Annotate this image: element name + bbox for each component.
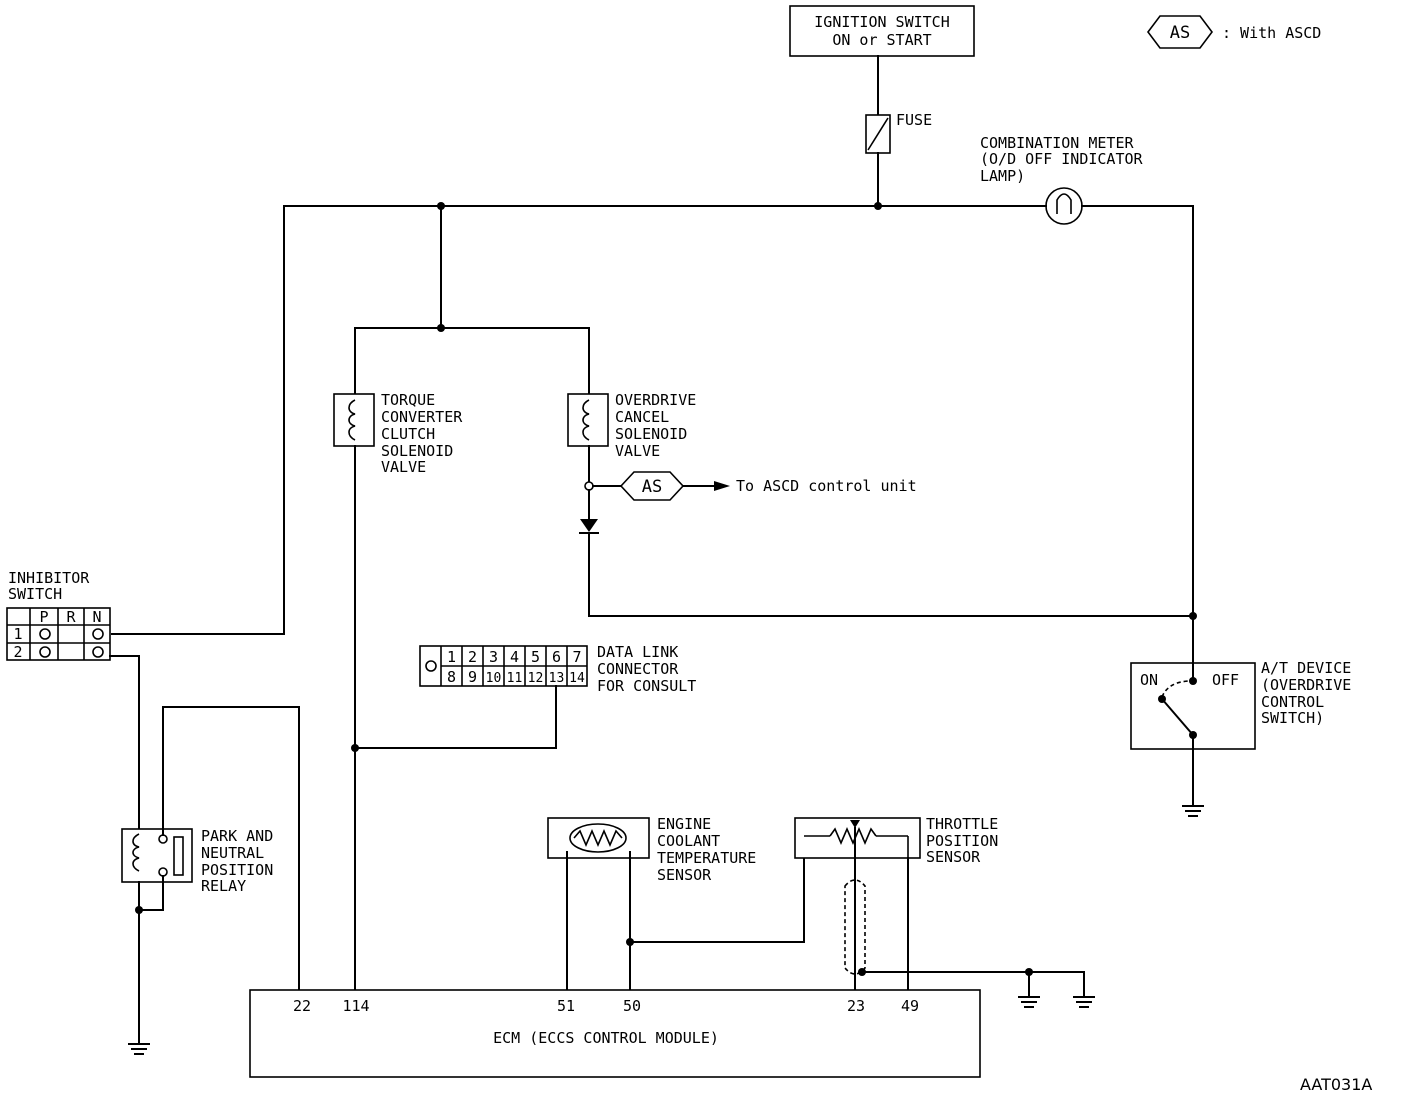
ascd-tag-text: AS — [642, 477, 662, 497]
ecm-pin-51: 51 — [557, 997, 575, 1015]
at-device-on-label: ON — [1140, 671, 1158, 689]
at-device-overdrive-switch — [1130, 662, 1256, 750]
ascd-legend-symbol — [1147, 15, 1213, 49]
ignition-switch-line-1: IGNITION SWITCH — [814, 13, 949, 31]
tcc-label-5: VALVE — [381, 458, 426, 476]
dlc-pin-2: 2 — [468, 648, 477, 666]
ecm-pin-23: 23 — [847, 997, 865, 1015]
ignition-switch: IGNITION SWITCH ON or START — [789, 5, 975, 57]
dlc-pin-6: 6 — [552, 648, 561, 666]
inhibitor-row-1: 1 — [13, 625, 22, 643]
figure-code: AAT031A — [1300, 1075, 1372, 1094]
ect-label-3: TEMPERATURE — [657, 849, 756, 867]
ground-symbol-ecm-1 — [1018, 996, 1040, 1008]
dlc-pin-4: 4 — [510, 648, 519, 666]
pnp-relay-label-2: NEUTRAL — [201, 844, 264, 862]
inhibitor-title-1: INHIBITOR — [8, 569, 90, 587]
inhibitor-col-r: R — [66, 608, 76, 626]
inhibitor-col-p: P — [39, 608, 48, 626]
park-neutral-position-relay — [121, 828, 193, 883]
inhibitor-switch-table — [6, 607, 111, 661]
combination-meter-line-3: LAMP) — [980, 167, 1025, 185]
pnp-relay-label-4: RELAY — [201, 877, 246, 895]
dlc-label-2: CONNECTOR — [597, 660, 679, 678]
ground-symbol-at-device — [1182, 805, 1204, 817]
ecm-module — [249, 989, 981, 1078]
dlc-pin-7: 7 — [572, 648, 581, 666]
tcc-solenoid-valve — [333, 393, 375, 447]
fuse — [865, 114, 891, 154]
od-label-4: VALVE — [615, 442, 660, 460]
tps-label-3: SENSOR — [926, 848, 981, 866]
tcc-label-4: SOLENOID — [381, 442, 453, 460]
od-label-2: CANCEL — [615, 408, 669, 426]
diode-symbol — [579, 519, 599, 534]
at-device-label-2: (OVERDRIVE — [1261, 676, 1351, 694]
shielded-cable — [844, 879, 866, 975]
ascd-connection-tag: AS — [619, 471, 685, 501]
at-device-label-4: SWITCH) — [1261, 709, 1324, 727]
pnp-relay-label-1: PARK AND — [201, 827, 273, 845]
combination-meter-line-2: (O/D OFF INDICATOR — [980, 150, 1144, 168]
ect-label-1: ENGINE — [657, 815, 711, 833]
at-device-label-1: A/T DEVICE — [1261, 659, 1351, 677]
dlc-label-1: DATA LINK — [597, 643, 678, 661]
inhibitor-col-n: N — [92, 608, 101, 626]
data-link-connector — [419, 645, 588, 687]
engine-coolant-temperature-sensor — [547, 817, 650, 859]
dlc-pin-14: 14 — [569, 671, 585, 686]
combination-meter-line-1: COMBINATION METER — [980, 134, 1134, 152]
inhibitor-title-2: SWITCH — [8, 585, 62, 603]
od-label-3: SOLENOID — [615, 425, 687, 443]
dlc-pin-3: 3 — [489, 648, 498, 666]
od-cancel-solenoid-valve — [567, 393, 609, 447]
ecm-title: ECM (ECCS CONTROL MODULE) — [493, 1029, 719, 1047]
dlc-pin-9: 9 — [468, 668, 477, 686]
legend-symbol-text: AS — [1170, 23, 1190, 43]
ground-symbol-pnp-relay — [128, 1043, 150, 1055]
tcc-label-3: CLUTCH — [381, 425, 435, 443]
ect-label-2: COOLANT — [657, 832, 720, 850]
at-device-off-label: OFF — [1212, 671, 1239, 689]
legend-text: : With ASCD — [1222, 24, 1321, 42]
tps-label-2: POSITION — [926, 832, 998, 850]
tps-label-1: THROTTLE — [926, 815, 998, 833]
tcc-label-1: TORQUE — [381, 391, 435, 409]
dlc-pin-10: 10 — [486, 671, 502, 686]
dlc-pin-13: 13 — [549, 671, 565, 686]
ground-symbol-ecm-2 — [1073, 996, 1095, 1008]
ecm-pin-114: 114 — [342, 997, 369, 1015]
dlc-pin-1: 1 — [447, 648, 456, 666]
fuse-label: FUSE — [896, 111, 932, 129]
ect-label-4: SENSOR — [657, 866, 712, 884]
ecm-pin-22: 22 — [293, 997, 311, 1015]
od-label-1: OVERDRIVE — [615, 391, 696, 409]
tcc-label-2: CONVERTER — [381, 408, 463, 426]
ecm-pin-50: 50 — [623, 997, 641, 1015]
inhibitor-row-2: 2 — [13, 643, 22, 661]
pnp-relay-label-3: POSITION — [201, 861, 273, 879]
at-device-label-3: CONTROL — [1261, 693, 1324, 711]
dlc-pin-8: 8 — [447, 668, 456, 686]
ignition-switch-line-2: ON or START — [832, 31, 931, 49]
dlc-label-3: FOR CONSULT — [597, 677, 696, 695]
ascd-destination-text: To ASCD control unit — [736, 477, 917, 495]
dlc-pin-11: 11 — [507, 671, 523, 686]
legend: AS : With ASCD — [1147, 15, 1321, 49]
combination-meter-lamp — [1045, 187, 1083, 225]
ecm-pin-49: 49 — [901, 997, 919, 1015]
throttle-position-sensor — [794, 817, 921, 859]
dlc-pin-12: 12 — [528, 671, 544, 686]
dlc-pin-5: 5 — [531, 648, 540, 666]
